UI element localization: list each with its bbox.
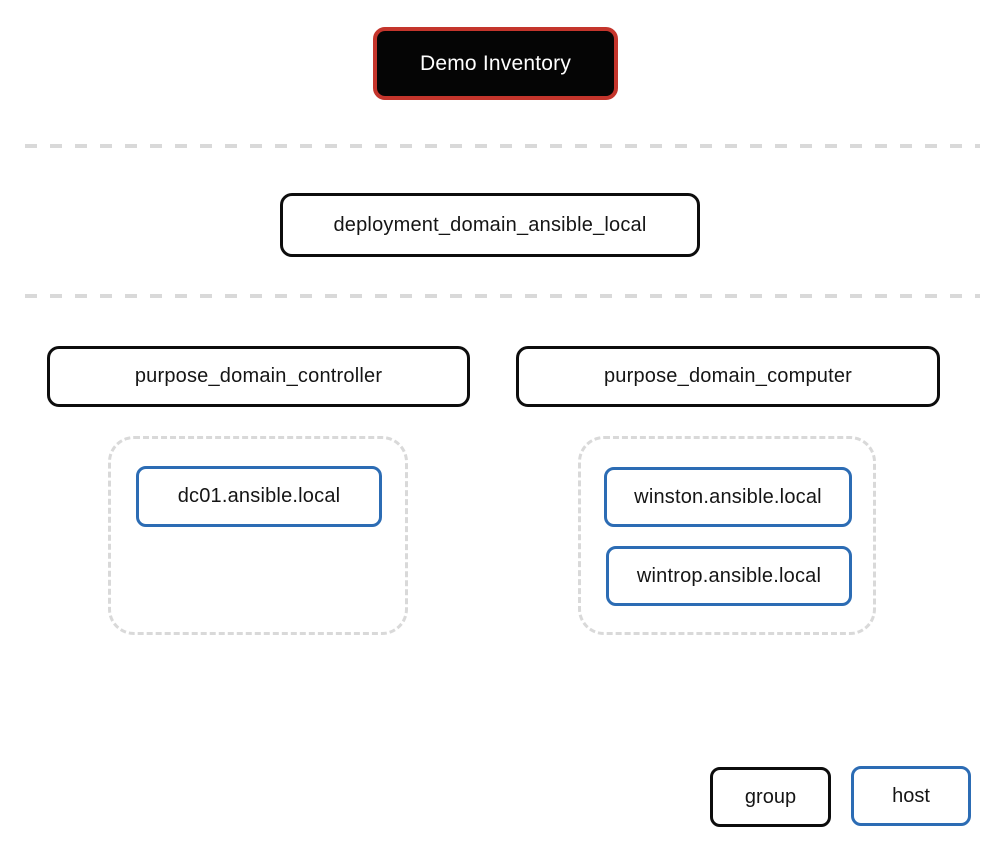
group-node-purpose-controller: purpose_domain_controller (47, 346, 470, 407)
inventory-node: Demo Inventory (373, 27, 618, 100)
group-node-label: deployment_domain_ansible_local (333, 213, 647, 236)
inventory-node-label: Demo Inventory (419, 51, 572, 75)
host-cluster-computer (578, 436, 876, 635)
host-node-label: winston.ansible.local (634, 485, 822, 508)
host-node-label: dc01.ansible.local (177, 485, 341, 507)
host-node-wintrop: wintrop.ansible.local (606, 546, 852, 606)
legend-group-key: group (710, 767, 831, 827)
tier-separator-line-1 (25, 144, 980, 148)
host-node-dc01: dc01.ansible.local (136, 466, 382, 527)
host-node-winston: winston.ansible.local (604, 467, 852, 527)
legend-group-label: group (744, 785, 797, 808)
group-node-label: purpose_domain_controller (134, 365, 383, 387)
legend-host-key: host (851, 766, 971, 826)
tier-separator-line-2 (25, 294, 980, 298)
host-cluster-controller (108, 436, 408, 635)
legend-host-label: host (892, 784, 930, 807)
group-node-deployment-domain: deployment_domain_ansible_local (280, 193, 700, 257)
group-node-purpose-computer: purpose_domain_computer (516, 346, 940, 407)
group-node-label: purpose_domain_computer (603, 365, 853, 387)
host-node-label: wintrop.ansible.local (636, 564, 822, 587)
